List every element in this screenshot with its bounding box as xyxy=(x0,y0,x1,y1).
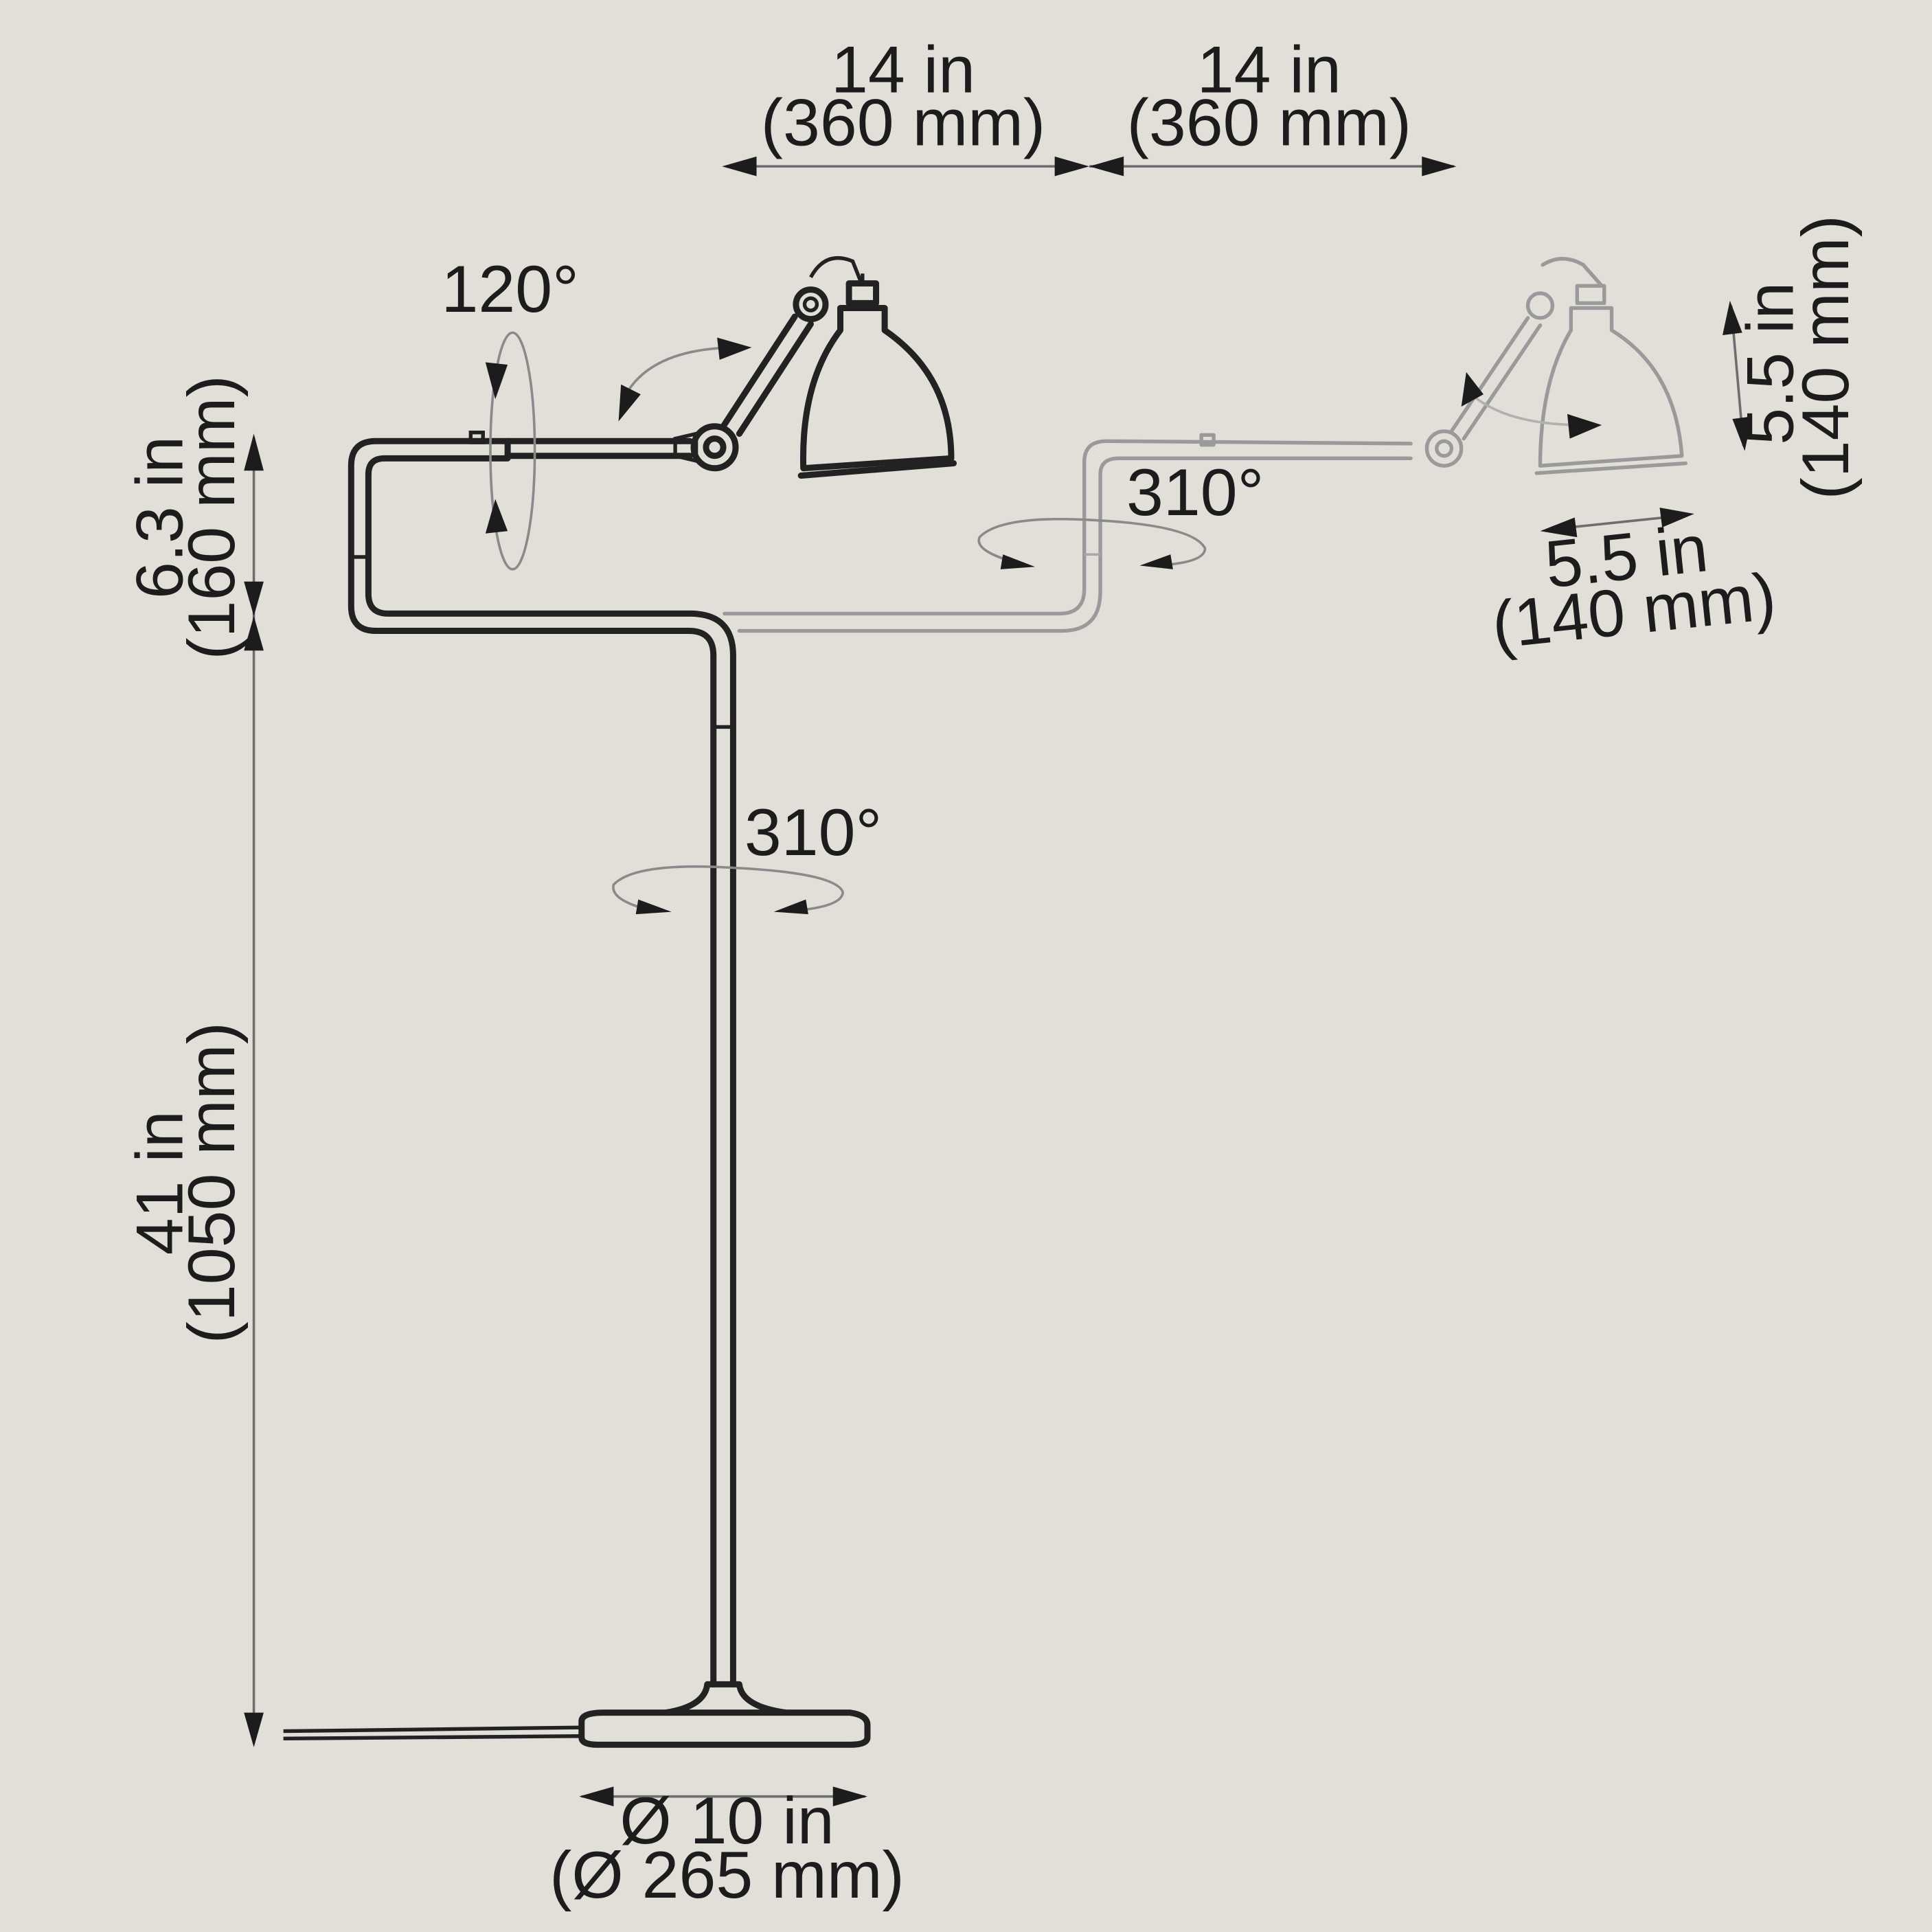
shade-height-mm-label: (140 mm) xyxy=(1788,215,1863,499)
lamp-shade xyxy=(799,305,955,472)
joint-swing-arc xyxy=(618,337,752,422)
shade-height-dimension: 5.5 in (140 mm) xyxy=(1723,215,1863,499)
lamp-lower-arm xyxy=(348,437,717,659)
arm-length-dimension-1: 14 in (360 mm) xyxy=(722,32,1089,177)
arm-length-dimension-2: 14 in (360 mm) xyxy=(1089,32,1457,177)
arm-rotation-label: 310° xyxy=(1126,455,1264,530)
shade-width-dimension: 5.5 in (140 mm) xyxy=(1488,508,1780,663)
arm-length-1-in-label: 14 in xyxy=(831,32,975,107)
floor-lamp xyxy=(283,256,957,1748)
arm-rotation-indicator: 310° xyxy=(977,455,1264,569)
elbow-joint xyxy=(690,423,739,472)
power-cord xyxy=(283,1725,582,1734)
arm-pivot-rotation: 120° xyxy=(442,251,579,571)
base-diameter-in-label: Ø 10 in xyxy=(620,1783,834,1858)
lower-height-dimension: 41 in (1050 mm) xyxy=(122,616,264,1747)
arm-length-2-in-label: 14 in xyxy=(1197,32,1341,107)
lower-height-in-label: 41 in xyxy=(122,1111,197,1255)
stem-rotation-indicator: 310° xyxy=(612,795,882,915)
upper-height-dimension: 6.3 in (160 mm) xyxy=(122,375,264,660)
rotated-lamp-outline xyxy=(723,257,1687,633)
base-diameter-dimension: Ø 10 in (Ø 265 mm) xyxy=(549,1783,905,1912)
shade-width-mm-label: (140 mm) xyxy=(1488,558,1780,663)
upper-height-mm-label: (160 mm) xyxy=(174,375,249,659)
lower-height-mm-label: (1050 mm) xyxy=(174,1022,249,1343)
arm-angle-label: 120° xyxy=(442,251,579,326)
upper-height-in-label: 6.3 in xyxy=(122,436,197,599)
arm-length-1-mm-label: (360 mm) xyxy=(761,85,1045,160)
base-diameter-mm-label: (Ø 265 mm) xyxy=(549,1837,905,1912)
shade-width-in-label: 5.5 in xyxy=(1542,510,1712,602)
shade-height-in-label: 5.5 in xyxy=(1732,282,1807,445)
stem-rotation-label: 310° xyxy=(745,795,882,870)
rotated-joint-angle-arc xyxy=(1461,372,1602,439)
arm-length-2-mm-label: (360 mm) xyxy=(1127,85,1411,160)
lamp-base xyxy=(578,1709,871,1748)
